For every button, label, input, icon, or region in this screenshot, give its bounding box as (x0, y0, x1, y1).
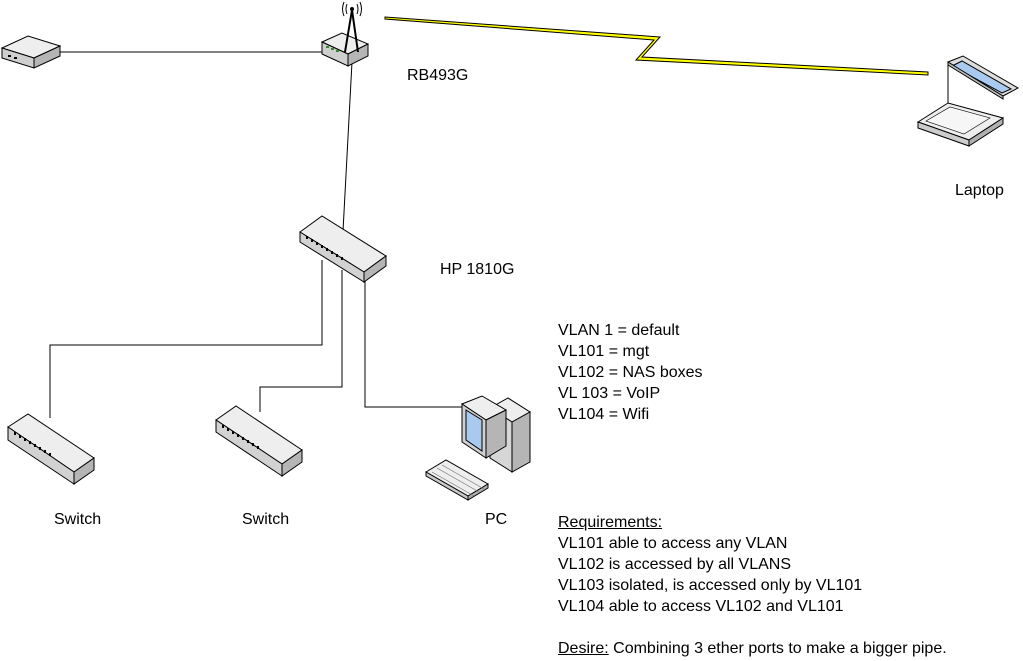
vlan-item: VL101 = mgt (558, 343, 650, 360)
laptop-label: Laptop (955, 182, 1004, 199)
pc-label: PC (485, 511, 508, 528)
requirement-item: VL102 is accessed by all VLANS (558, 556, 792, 573)
requirements-block: Requirements: VL101 able to access any V… (558, 512, 947, 659)
link-core-pc (364, 280, 465, 408)
switch-left-label: Switch (54, 511, 102, 528)
requirements-heading: Requirements: (558, 514, 663, 531)
wireless-link-lightning (384, 16, 929, 76)
laptop-icon (916, 55, 1020, 147)
desire-text: Combining 3 ether ports to make a bigger… (608, 640, 947, 657)
desire-line: Desire: Combining 3 ether ports to make … (558, 638, 947, 659)
router-label: RB493G (407, 67, 469, 84)
requirement-item: VL104 able to access VL102 and VL101 (558, 598, 844, 615)
vlan-item: VLAN 1 = default (558, 322, 680, 339)
switch-mid-label: Switch (242, 511, 290, 528)
link-core-switch-mid (259, 270, 343, 412)
core-switch-icon (299, 215, 387, 283)
switch-left-icon (7, 413, 95, 485)
link-core-switch-left (49, 260, 323, 418)
requirement-item: VL101 able to access any VLAN (558, 535, 788, 552)
vlan-item: VL104 = Wifi (558, 406, 650, 423)
switch-mid-icon (215, 405, 303, 477)
vlan-item: VL102 = NAS boxes (558, 364, 703, 381)
core-switch-label: HP 1810G (440, 261, 515, 278)
vlan-list: VLAN 1 = default VL101 = mgt VL102 = NAS… (558, 320, 703, 425)
requirement-item: VL103 isolated, is accessed only by VL10… (558, 577, 863, 594)
pc-icon (425, 395, 531, 501)
modem-icon (0, 35, 62, 69)
connections (49, 51, 465, 418)
router-icon (320, 1, 370, 67)
link-router-core (341, 61, 353, 251)
desire-heading: Desire: (558, 640, 609, 657)
vlan-item: VL 103 = VoIP (558, 385, 661, 402)
